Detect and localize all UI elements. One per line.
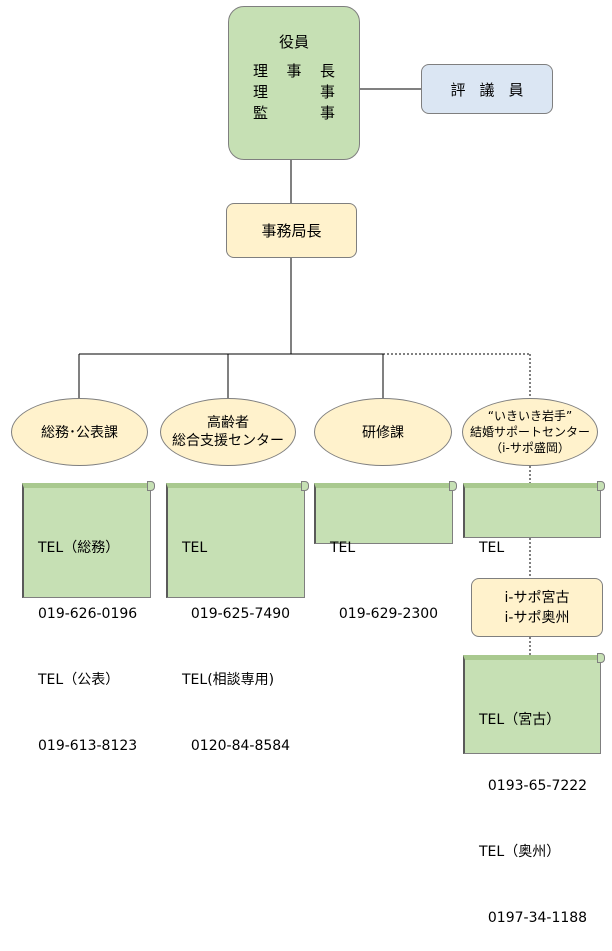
officer-char: 事 [286,62,302,80]
section-elderly-support: 高齢者 総合支援センター [160,398,296,466]
officer-row-director: 理 事 [253,81,335,102]
contact-line: TEL（総務） [38,540,120,556]
contact-line: 0193-65-7222 [479,778,588,794]
section-label: 総務･公表課 [41,425,118,441]
council-box: 評議員 [421,64,553,114]
contact-elderly-support: TEL 019-625-7490 TEL(相談専用) 0120-84-8584 [166,481,309,754]
contact-line: TEL（公表） [38,672,120,688]
contact-line: 019-625-7490 [182,606,291,622]
section-training: 研修課 [314,398,452,466]
contact-line: 019-613-8123 [38,738,138,754]
contact-line: TEL（宮古） [479,712,561,728]
contact-line: TEL(相談専用) [182,672,275,688]
section-label: 総合支援センター [172,433,284,449]
contact-line: TEL [330,540,356,556]
section-general-affairs: 総務･公表課 [11,398,148,466]
officer-char: 監 [253,104,269,122]
branch-label: i-サポ奥州 [504,609,570,626]
section-label: 結婚サポートセンター [469,425,590,439]
officers-box: 役員 理 事 長 理 事 監 事 [228,6,360,160]
contact-line: TEL [479,540,505,556]
officer-char: 長 [319,62,335,80]
contact-line: 0120-84-8584 [182,738,291,754]
contact-line: TEL [182,540,208,556]
contact-line: TEL（奥州） [479,844,561,860]
branch-label: i-サポ宮古 [504,589,570,606]
section-label: 高齢者 [207,415,249,431]
contact-line: 0197-34-1188 [479,910,588,926]
officer-char: 理 [253,62,269,80]
officer-char: 事 [319,104,335,122]
section-label: 研修課 [362,425,404,441]
section-label: （i-サポ盛岡） [490,441,570,455]
contact-line: 019-626-0196 [38,606,138,622]
section-label: “いきいき岩手” [487,409,573,423]
officer-row-auditor: 監 事 [253,102,335,123]
branch-box: i-サポ宮古 i-サポ奥州 [471,578,603,637]
contact-general-affairs: TEL（総務） 019-626-0196 TEL（公表） 019-613-812… [22,481,155,754]
contact-line: 019-629-2300 [330,606,439,622]
connector-lines [78,88,531,655]
officer-row-chairman: 理 事 長 [253,60,335,81]
officer-char: 理 [253,83,269,101]
director-box: 事務局長 [226,203,357,258]
contact-marriage-support: TEL 019-601-9955 [463,481,605,622]
officer-char: 事 [319,83,335,101]
section-marriage-support: “いきいき岩手” 結婚サポートセンター （i-サポ盛岡） [462,398,598,466]
contact-training: TEL 019-629-2300 [314,481,457,622]
officers-title: 役員 [278,33,309,51]
contact-branch: TEL（宮古） 0193-65-7222 TEL（奥州） 0197-34-118… [463,653,605,926]
